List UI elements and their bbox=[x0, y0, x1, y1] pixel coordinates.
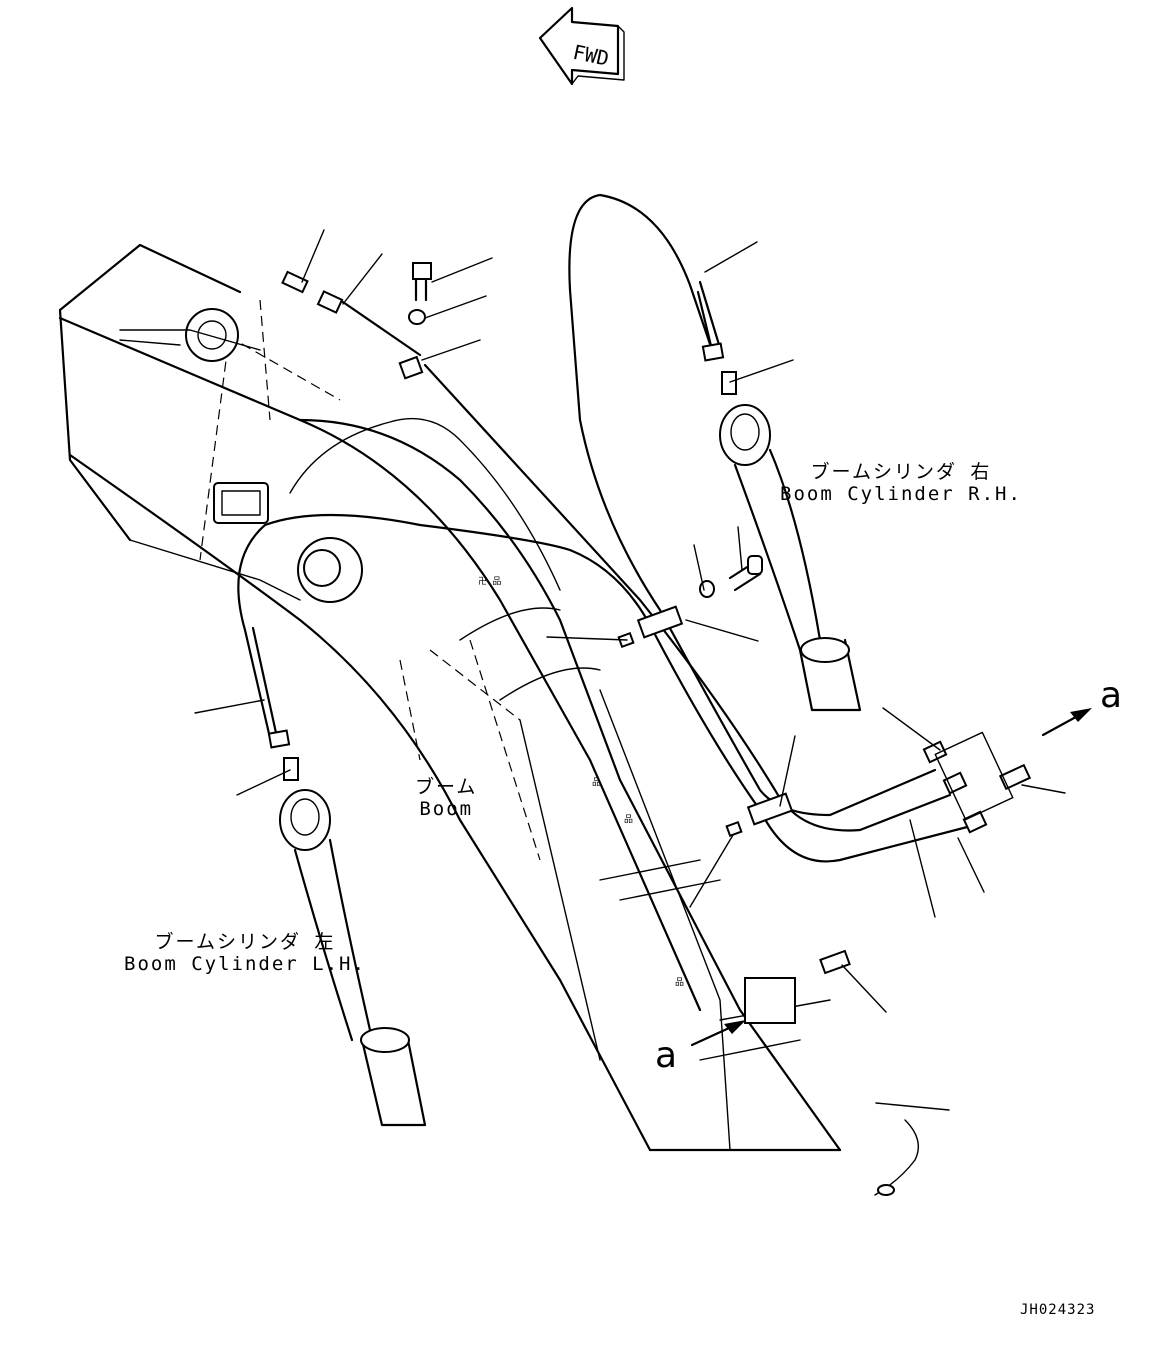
fwd-label: FWD bbox=[571, 40, 611, 71]
svg-text:卍 品: 卍 品 bbox=[478, 576, 501, 587]
boom-cylinder-lh-label: ブームシリンダ 左 Boom Cylinder L.H. bbox=[124, 931, 366, 976]
boom-en: Boom bbox=[419, 797, 474, 820]
hose-routing bbox=[237, 193, 977, 863]
boom-cylinder-lh bbox=[279, 789, 427, 1127]
boom-cylinder-rh-en: Boom Cylinder R.H. bbox=[780, 482, 1022, 505]
boom-cylinder-lh-jp: ブームシリンダ 左 bbox=[154, 931, 336, 953]
view-marker-lower: a bbox=[655, 1035, 678, 1076]
svg-text:品: 品 bbox=[675, 977, 684, 988]
svg-text:品: 品 bbox=[592, 777, 601, 788]
fittings bbox=[267, 262, 1032, 1196]
boom-cylinder-lh-en: Boom Cylinder L.H. bbox=[124, 952, 366, 975]
forward-arrow-icon: FWD bbox=[538, 6, 625, 86]
leader-lines bbox=[194, 229, 1092, 1111]
drawing-number: JH024323 bbox=[1020, 1302, 1096, 1318]
boom-label: ブーム Boom bbox=[415, 776, 478, 821]
boom-jp: ブーム bbox=[415, 776, 478, 798]
view-marker-upper: a bbox=[1100, 675, 1123, 716]
boom-body: 卍 品 品 品 品 bbox=[58, 243, 842, 1152]
boom-cylinder-rh-jp: ブームシリンダ 右 bbox=[810, 461, 992, 483]
boom-cylinder-rh bbox=[719, 404, 862, 712]
svg-text:品: 品 bbox=[624, 814, 633, 825]
boom-cylinder-rh-label: ブームシリンダ 右 Boom Cylinder R.H. bbox=[780, 461, 1022, 506]
